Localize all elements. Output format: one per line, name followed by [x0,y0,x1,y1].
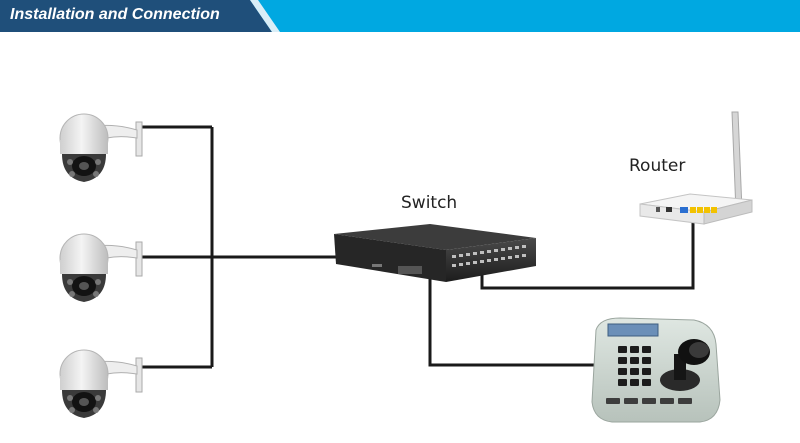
ptz-dome-camera-icon [59,349,143,419]
header-title: Installation and Connection [10,6,220,23]
section-header: Installation and Connection [0,0,800,32]
header-banner [0,0,800,32]
ptz-joystick-keyboard-icon [591,317,721,423]
switch-label: Switch [401,193,458,213]
ptz-dome-camera-icon [59,233,143,303]
switch-to-keyboard-cable [428,272,602,367]
router-label: Router [629,156,686,176]
wifi-router-icon [639,111,753,225]
network-switch-icon [334,224,536,282]
ptz-dome-camera-icon [59,113,143,183]
